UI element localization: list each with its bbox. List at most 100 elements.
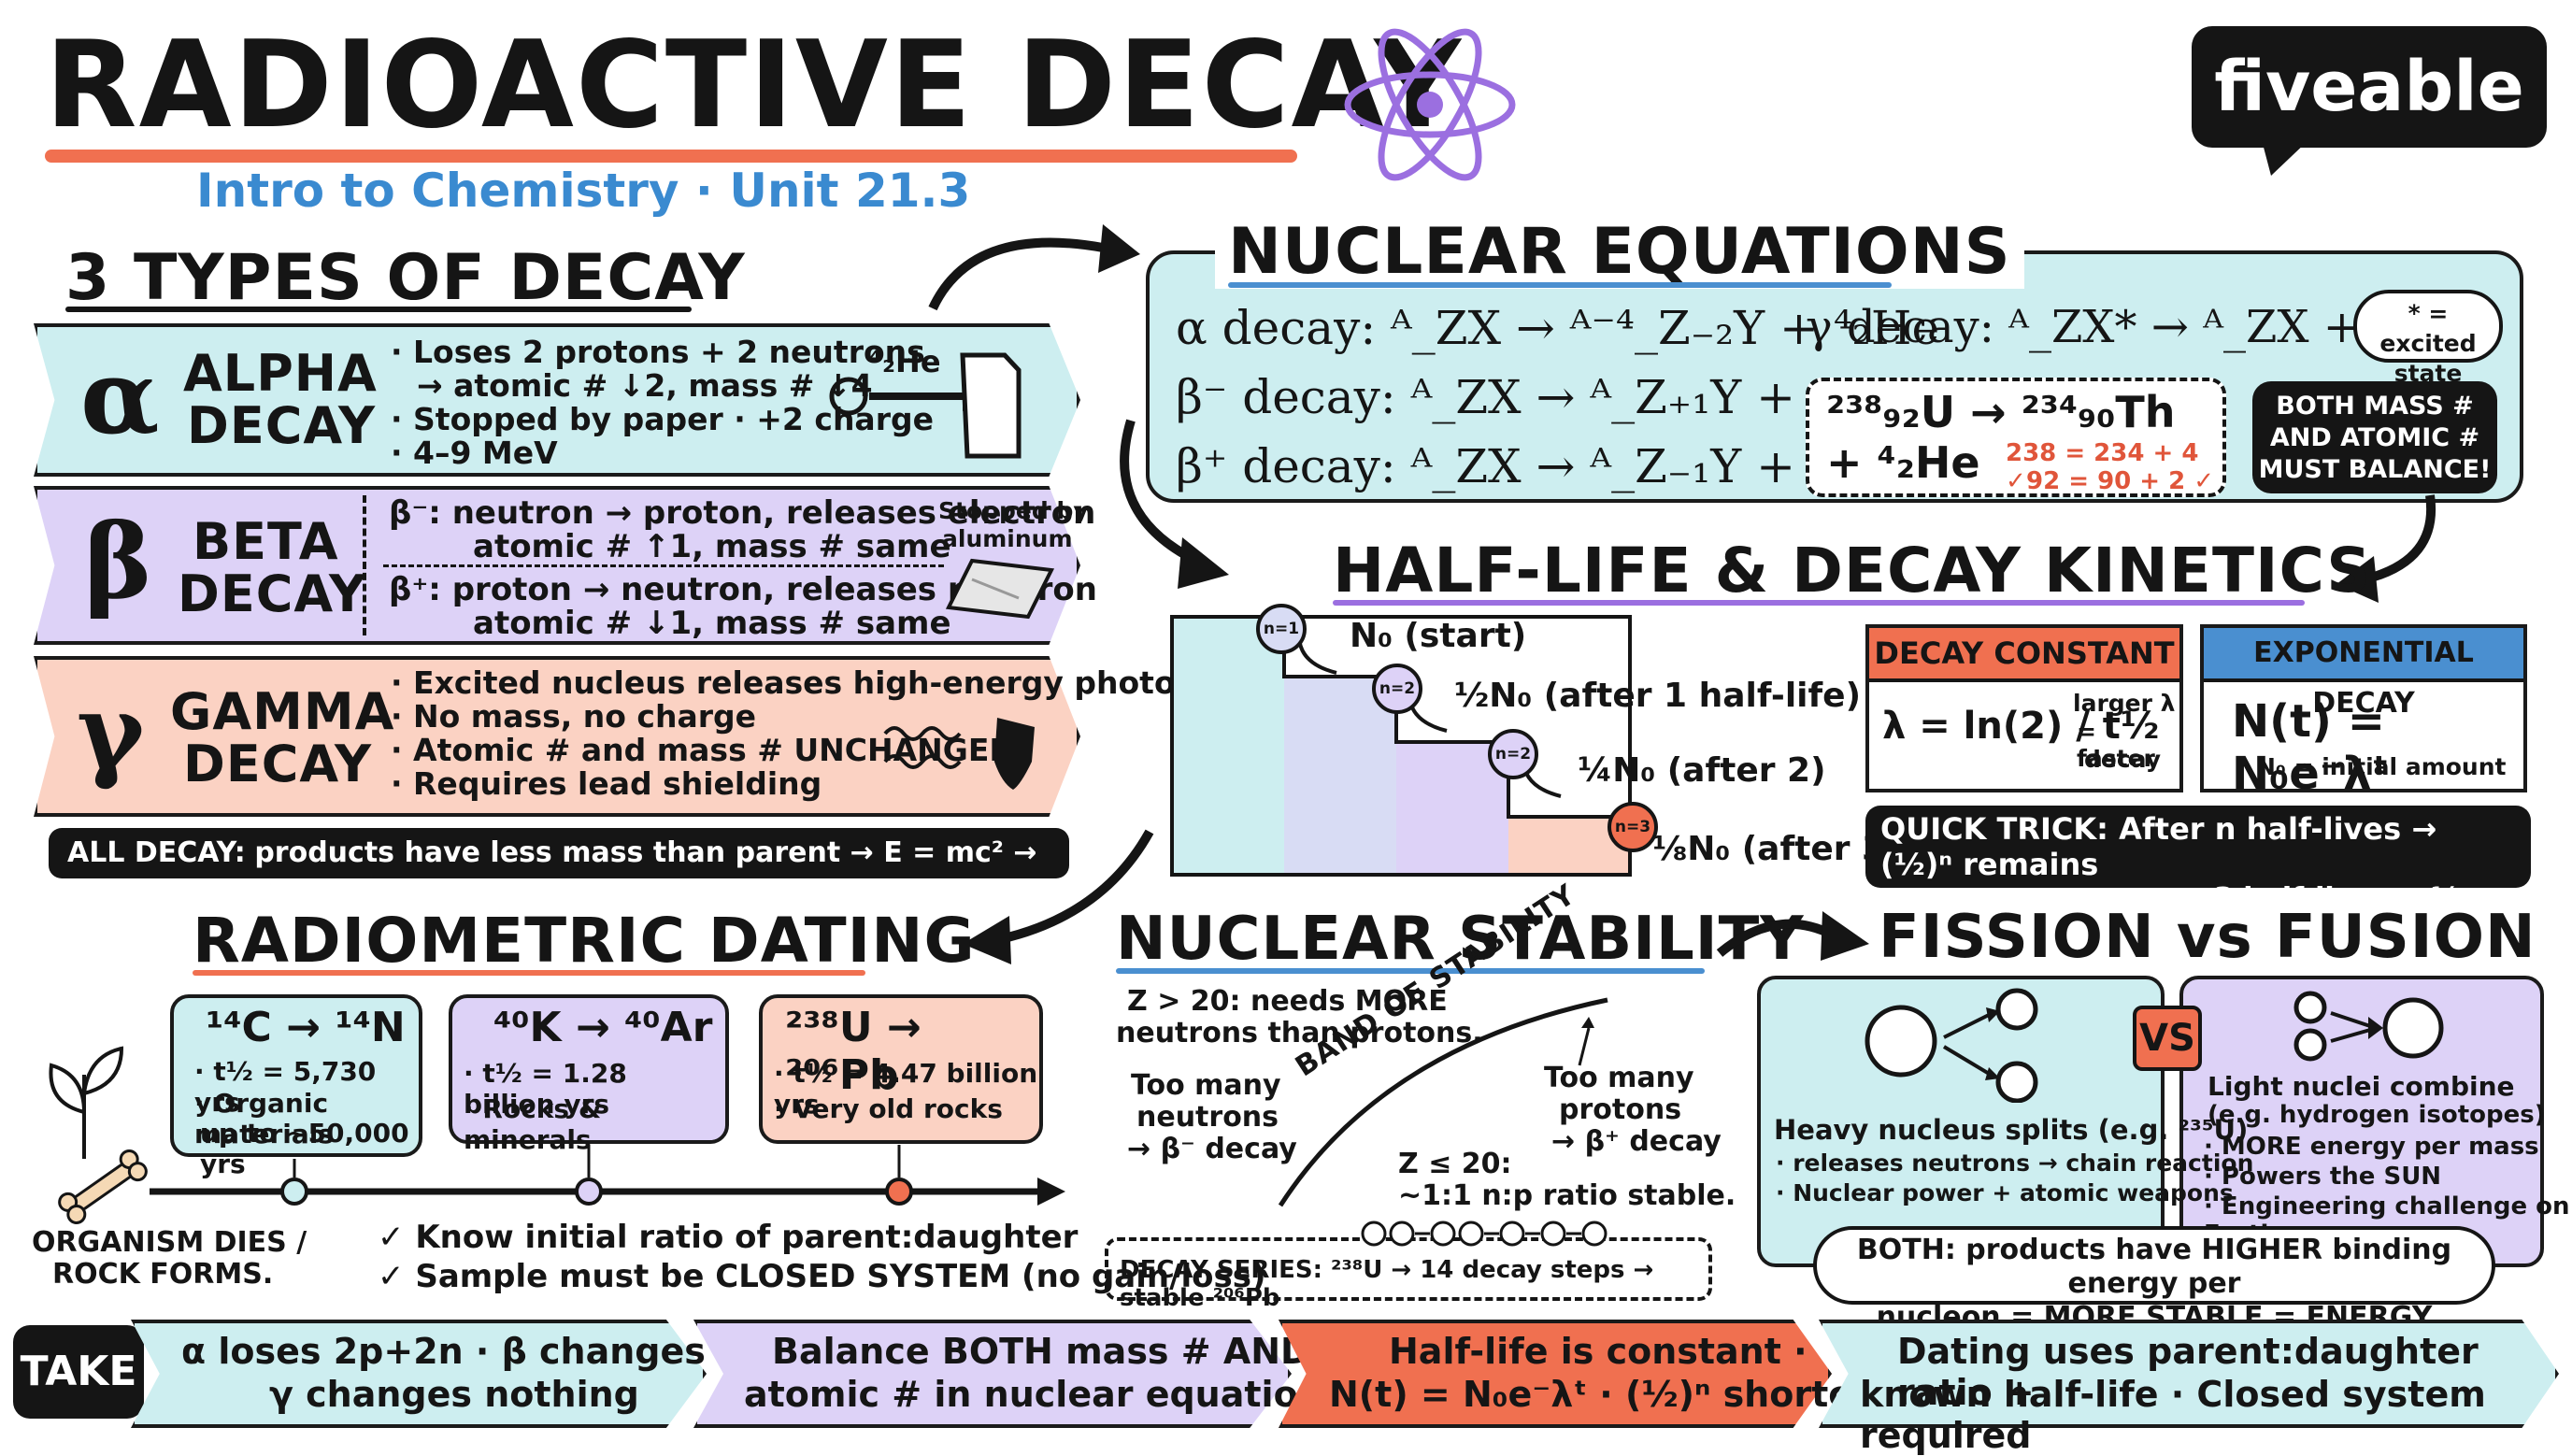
carbon-b2: · Organic materials	[194, 1088, 335, 1149]
alpha-paper-icon	[829, 352, 1022, 459]
exponential-decay-note: N₀ = initial amount	[2256, 753, 2507, 780]
gamma-symbol: γ	[77, 671, 145, 792]
page-subtitle: Intro to Chemistry · Unit 21.3	[196, 164, 971, 218]
fusion-line-1: Light nuclei combine	[2208, 1071, 2515, 1102]
types-heading: 3 TYPES OF DECAY	[65, 241, 746, 315]
fiveable-logo-text: fiveable	[2214, 47, 2524, 127]
equations-heading: NUCLEAR EQUATIONS	[1215, 215, 2024, 289]
lead-shield-icon	[883, 718, 1035, 790]
takeaway-label: TAKE	[13, 1325, 144, 1419]
exponential-decay-formula: N(t) = N₀e⁻λᵗ	[2232, 695, 2390, 800]
fission-diagram	[1865, 988, 2038, 1103]
both-line-1: BOTH: products have HIGHER binding energ…	[1856, 1234, 2452, 1300]
all-decay-bar: ALL DECAY: products have less mass than …	[49, 828, 1069, 920]
n3-badge: n=3	[1608, 802, 1658, 852]
gamma-name-2: DECAY	[183, 735, 373, 793]
atom-icon	[1344, 28, 1516, 181]
halflife-heading: HALF-LIFE & DECAY KINETICS	[1333, 535, 2372, 607]
alpha-equation: α decay: ᴬ_ZX → ᴬ⁻⁴_Z₋₂Y + ⁴₂He	[1176, 301, 1940, 355]
title-underline	[45, 150, 1297, 163]
z-le-20-2: ~1:1 n:p ratio stable.	[1398, 1179, 1736, 1212]
example-equation: ²³⁸₉₂U → ²³⁴₉₀Th + ⁴₂He	[1826, 387, 2176, 488]
takeaway-3-line-2: N(t) = N₀e⁻λᵗ · (½)ⁿ shortcut	[1329, 1374, 1892, 1415]
proton-rich-3: → β⁺ decay	[1551, 1125, 1722, 1158]
dating-underline	[193, 970, 865, 976]
beta-minus-equation: β⁻ decay: ᴬ_ZX → ᴬ_Z₊₁Y + e⁻	[1176, 370, 1863, 424]
arrow-to-dating	[963, 829, 1154, 964]
fission-line-3: · Nuclear power + atomic weapons	[1776, 1179, 2234, 1206]
beta-stop-1: Stopped by	[938, 497, 1089, 524]
carbon-card: ¹⁴C → ¹⁴N · t½ = 5,730 yrs · Organic mat…	[170, 994, 422, 1179]
arrow-equations-to-halflife	[2336, 494, 2436, 603]
beta-plus-equation: β⁺ decay: ᴬ_ZX → ᴬ_Z₋₁Y + e⁺	[1176, 439, 1863, 493]
band-of-stability-curve	[1278, 997, 1608, 1207]
equations-underline	[1228, 282, 1892, 288]
quick-trick-2: · e.g. 3 half-lives = ⅛ left	[2123, 882, 2461, 949]
decay-constant-note-1: larger λ	[2073, 690, 2176, 717]
balance-3: MUST BALANCE!	[2258, 455, 2492, 484]
potassium-title: ⁴⁰K → ⁴⁰Ar	[493, 1004, 713, 1051]
organism-label-2: ROCK FORMS.	[52, 1258, 274, 1291]
exponential-decay-title: EXPONENTIAL DECAY	[2204, 628, 2523, 720]
beta-minus-line-2: atomic # ↑1, mass # same	[473, 528, 951, 565]
decay-series-chain	[1361, 1220, 1608, 1247]
proton-rich-1: Too many	[1544, 1062, 1694, 1094]
takeaway-2-line-1: Balance BOTH mass # AND	[772, 1331, 1310, 1372]
neutron-rich-2: neutrons	[1136, 1101, 1279, 1134]
quarter-label: ¼N₀ (after 2)	[1578, 751, 1826, 790]
n0-label: N₀ (start)	[1350, 617, 1527, 655]
alpha-name-2: DECAY	[187, 396, 377, 455]
z20-line-2: neutrons than protons.	[1116, 1017, 1483, 1049]
alpha-particle-label: ⁴₂He	[869, 344, 941, 379]
takeaway-4	[1819, 1320, 2559, 1428]
stability-underline	[1116, 968, 1705, 974]
beta-name-2: DECAY	[178, 564, 367, 623]
takeaway-1-line-2: γ changes nothing	[269, 1374, 639, 1415]
gamma-bullet-1: · Excited nucleus releases high-energy p…	[391, 664, 1198, 701]
potassium-b1: · t½ = 1.28 billion yrs	[464, 1058, 627, 1120]
quick-trick-bar: QUICK TRICK: After n half-lives → (½)ⁿ r…	[1865, 806, 2531, 949]
decay-constant-note-3: decay	[2084, 746, 2162, 773]
beta-symbol: β	[84, 501, 153, 621]
alpha-bullet-3: · Stopped by paper · +2 charge	[391, 401, 934, 437]
all-decay-label: ALL DECAY:	[67, 836, 246, 869]
balance-1: BOTH MASS #	[2276, 392, 2474, 421]
beta-divider	[363, 495, 366, 635]
takeaway-1	[131, 1320, 707, 1428]
dating-heading: RADIOMETRIC DATING	[193, 905, 976, 977]
decay-series-text: DECAY SERIES: ²³⁸U → 14 decay steps → st…	[1120, 1256, 1654, 1312]
uranium-b1: · t½ = 4.47 billion yrs	[774, 1058, 1038, 1120]
neutron-rich-3: → β⁻ decay	[1127, 1133, 1297, 1165]
example-check-2: 92 = 90 + 2 ✓	[2026, 467, 2215, 495]
arrow-types-to-halflife	[1120, 419, 1229, 589]
fiveable-logo: fiveable	[2192, 26, 2547, 148]
takeaway-2-line-2: atomic # in nuclear equations	[744, 1374, 1345, 1415]
example-check-1: 238 = 234 + 4 ✓	[2006, 439, 2199, 495]
stability-heading: NUCLEAR STABILITY	[1116, 905, 1805, 974]
takeaway-1-line-1: α loses 2p+2n · β changes Z±1	[181, 1331, 798, 1372]
beta-stop-2: aluminum	[942, 525, 1073, 552]
takeaway-4-line-2: known half-life · Closed system required	[1860, 1374, 2486, 1456]
balance-badge: BOTH MASS # AND ATOMIC # MUST BALANCE!	[2252, 381, 2497, 493]
dating-check-1: ✓ Know initial ratio of parent:daughter	[378, 1219, 1079, 1256]
logo-bubble-tail	[2262, 140, 2308, 176]
beta-mid-divider	[383, 564, 944, 567]
gamma-equation: γ decay: ᴬ_ZX* → ᴬ_ZX + γ	[1806, 301, 2402, 353]
halflife-underline	[1333, 600, 2305, 606]
takeaway-2	[693, 1320, 1292, 1428]
potassium-b2: · Rocks & minerals	[464, 1093, 602, 1155]
proton-rich-2: protons	[1559, 1093, 1682, 1126]
fission-line-1: Heavy nucleus splits (e.g. ²³⁵U)	[1774, 1114, 2249, 1146]
fusion-line-4: · Powers the SUN	[2204, 1163, 2442, 1191]
aluminum-sheet-icon	[945, 558, 1055, 620]
dating-check-2: ✓ Sample must be CLOSED SYSTEM (no gain/…	[378, 1258, 1266, 1295]
quick-trick-1: QUICK TRICK: After n half-lives → (½)ⁿ r…	[1880, 811, 2437, 882]
vs-badge: VS	[2133, 1006, 2202, 1071]
gamma-name-1: GAMMA	[170, 682, 395, 741]
carbon-title: ¹⁴C → ¹⁴N	[206, 1004, 406, 1051]
n2b-badge: n=2	[1488, 729, 1538, 779]
page-title: RADIOACTIVE DECAY	[45, 16, 1463, 155]
eighth-label: ⅛N₀ (after 3)	[1652, 830, 1901, 868]
excited-note-bubble: * = excited state	[2353, 290, 2503, 387]
alpha-symbol: α	[80, 336, 160, 457]
